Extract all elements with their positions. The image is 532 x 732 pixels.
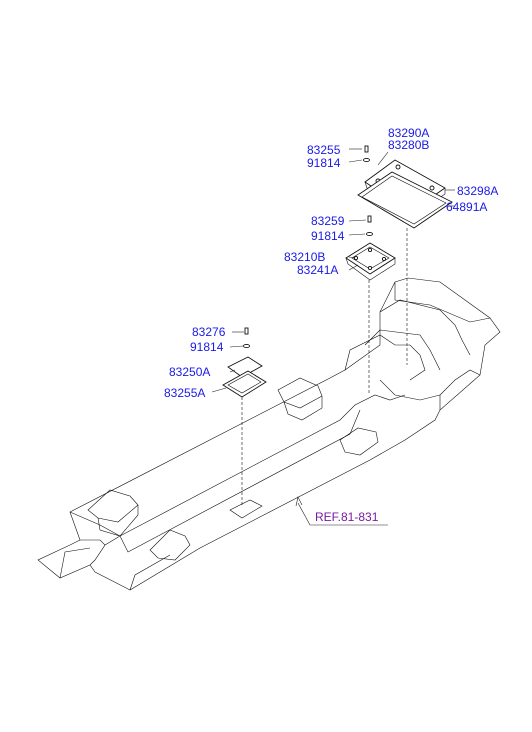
reference-label: REF.81-831 <box>315 510 379 524</box>
cover-83210b <box>345 242 396 281</box>
part-label-83280b: 83280B <box>388 138 430 152</box>
part-label-83210b: 83210B <box>284 250 326 264</box>
part-label-83241a: 83241A <box>297 263 339 277</box>
gasket-83298a <box>357 171 453 229</box>
part-label-83298a: 83298A <box>457 184 499 198</box>
part-label-83259: 83259 <box>311 214 345 228</box>
part-label-91814-top: 91814 <box>307 156 341 170</box>
part-label-83290a: 83290A <box>388 126 430 140</box>
floor-panel <box>37 277 501 591</box>
part-label-83250a: 83250A <box>169 365 211 379</box>
part-label-83255: 83255 <box>307 143 341 157</box>
part-label-83255a: 83255A <box>164 386 206 400</box>
leader-lines <box>211 148 455 526</box>
part-label-91814-low: 91814 <box>190 340 224 354</box>
part-label-91814-mid: 91814 <box>311 229 345 243</box>
part-label-83276: 83276 <box>192 325 226 339</box>
plate-83250a <box>222 356 267 398</box>
fasteners <box>243 145 373 349</box>
part-label-64891a: 64891A <box>446 200 488 214</box>
